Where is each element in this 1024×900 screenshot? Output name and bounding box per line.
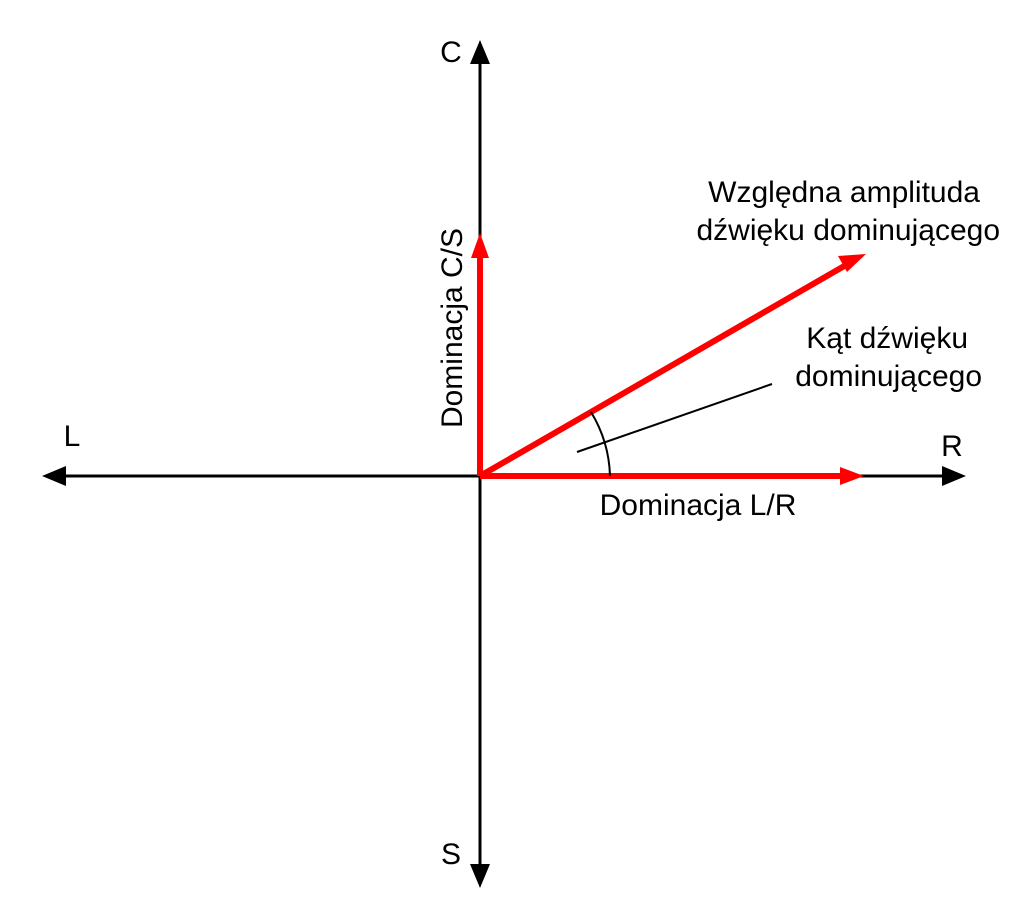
axis-label-top: C bbox=[440, 36, 462, 69]
angle-leader-line bbox=[576, 383, 773, 453]
axis-label-left: L bbox=[64, 420, 81, 453]
amplitude-vector-line bbox=[478, 262, 848, 479]
angle-label-line1: Kąt dźwięku bbox=[806, 322, 968, 355]
top-arrowhead bbox=[470, 40, 490, 64]
vertical-vector-arrowhead bbox=[471, 233, 489, 258]
amplitude-label-line1: Względna amplituda bbox=[708, 176, 980, 209]
horizontal-vector-label: Dominacja L/R bbox=[600, 489, 797, 522]
horizontal-vector-arrowhead bbox=[840, 467, 864, 485]
right-arrowhead bbox=[942, 466, 966, 486]
vertical-vector-label: Dominacja C/S bbox=[436, 228, 469, 428]
amplitude-label-line2: dźwięku dominującego bbox=[696, 214, 1000, 247]
axis-label-bottom: S bbox=[441, 838, 461, 871]
axis-label-right: R bbox=[941, 430, 963, 463]
left-arrowhead bbox=[42, 466, 66, 486]
amplitude-vector-arrowhead bbox=[838, 254, 866, 272]
angle-label-line2: dominującego bbox=[795, 360, 982, 393]
red-vectors bbox=[471, 233, 866, 485]
bottom-arrowhead bbox=[470, 864, 490, 888]
